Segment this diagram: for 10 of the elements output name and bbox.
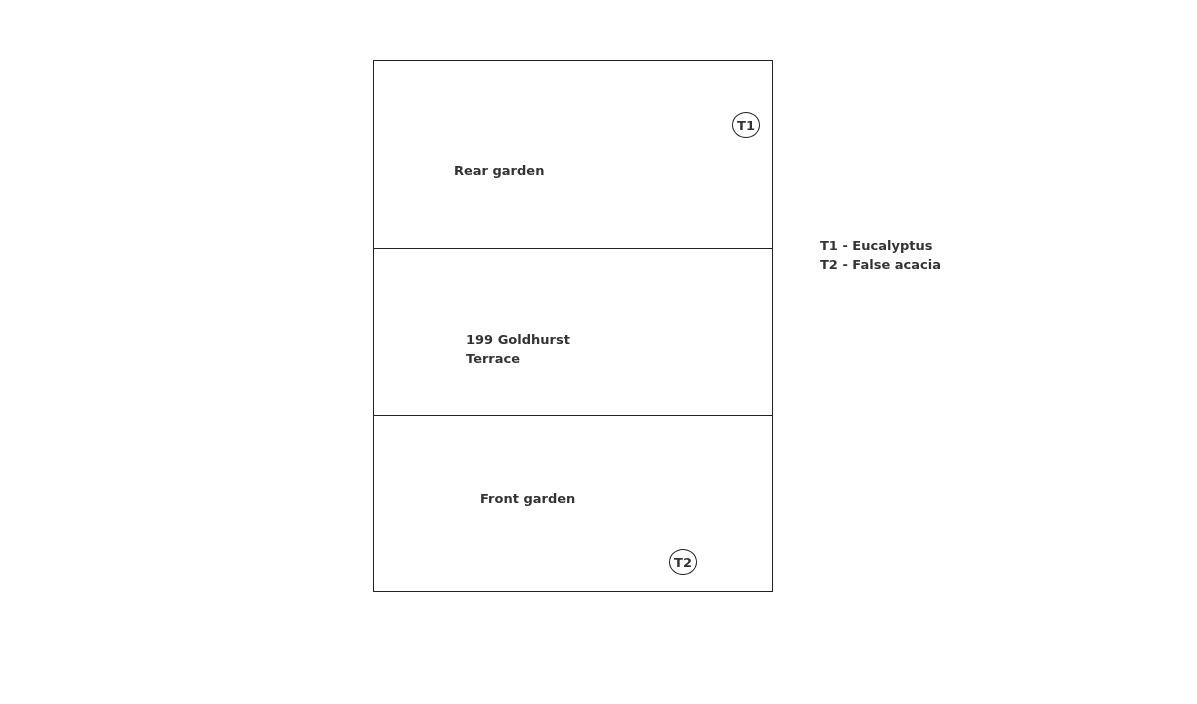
plot-area xyxy=(373,415,773,592)
area-label: Front garden xyxy=(480,490,577,508)
tree-marker: T1 xyxy=(732,112,760,138)
key-entry: T2 - False acacia xyxy=(820,256,941,274)
area-label: 199 Goldhurst Terrace xyxy=(466,331,571,368)
tree-marker: T2 xyxy=(669,549,697,575)
plot-area xyxy=(373,60,773,249)
key-entry: T1 - Eucalyptus xyxy=(820,237,933,255)
plot-area xyxy=(373,248,773,416)
area-label: Rear garden xyxy=(454,162,546,180)
